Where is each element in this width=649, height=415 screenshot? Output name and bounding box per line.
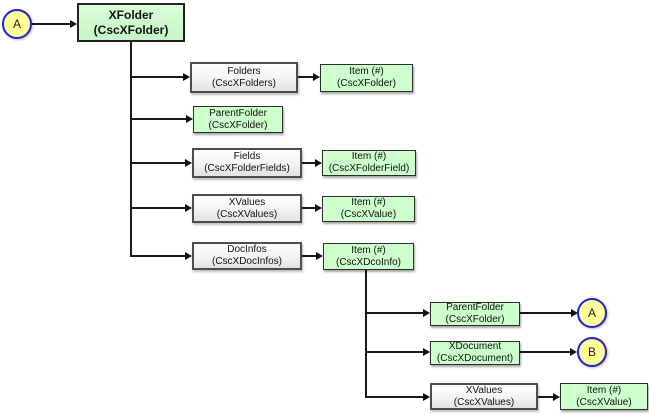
node-label-line1: Item (#): [351, 197, 386, 208]
node-docinfos[interactable]: DocInfos (CscXDocInfos): [192, 242, 302, 270]
node-label-line1: Item (#): [586, 384, 622, 396]
node-folders-item[interactable]: Item (#) (CscXFolder): [320, 64, 413, 92]
arrowhead-icon: [423, 393, 430, 401]
connector-to-di-parentfolder: [365, 312, 424, 314]
arrowhead-icon: [570, 348, 577, 356]
arrowhead-icon: [313, 73, 320, 81]
arrowhead-icon: [70, 20, 77, 28]
node-label-line2: (CscXFolderField): [328, 163, 410, 174]
node-label-line2: (CscXFolders): [212, 77, 276, 89]
node-label-line1: XValues: [228, 196, 266, 208]
node-label-line1: XDocument: [448, 341, 502, 352]
node-label-line2: (CscXFolder): [208, 119, 268, 131]
node-fields-item[interactable]: Item (#) (CscXFolderField): [322, 150, 416, 176]
connector-docinfos-to-item: [302, 255, 317, 257]
node-label-line2: (CscXDocument): [436, 353, 514, 364]
arrowhead-icon: [185, 252, 192, 260]
arrowhead-icon: [553, 393, 560, 401]
node-label-line2: (CscXFolder): [445, 314, 505, 325]
ref-circle-a-top[interactable]: A: [2, 9, 32, 39]
node-label-line1: XFolder: [108, 7, 154, 22]
connector-folders-to-item: [298, 76, 314, 78]
connector-di-xvalues-to-item: [538, 396, 554, 398]
connector-to-xvalues: [130, 207, 186, 209]
connector-to-fields: [130, 162, 186, 164]
node-label-line2: (CscXValues): [216, 208, 278, 220]
node-folders[interactable]: Folders (CscXFolders): [190, 62, 298, 93]
arrowhead-icon: [423, 348, 430, 356]
node-label-line2: (CscXDcoInfo): [335, 256, 401, 268]
node-label-line2: (CscXFolder): [337, 78, 396, 89]
connector-xdocument-to-refb: [520, 351, 571, 353]
connector-to-docinfos: [130, 255, 186, 257]
node-label-line2: (CscXValue): [340, 209, 397, 220]
arrowhead-icon: [315, 204, 322, 212]
node-parentfolder[interactable]: ParentFolder (CscXFolder): [193, 106, 283, 133]
ref-circle-a-bottom[interactable]: A: [577, 298, 607, 328]
arrowhead-icon: [183, 73, 190, 81]
node-label-line2: (CscXValue): [576, 396, 632, 408]
connector-xvalues-to-item: [302, 207, 316, 209]
node-label-line1: ParentFolder: [209, 107, 267, 119]
arrowhead-icon: [316, 252, 323, 260]
node-docinfo-xvalues[interactable]: XValues (CscXValues): [430, 383, 538, 410]
node-label-line1: DocInfos: [227, 244, 267, 255]
connector-to-parentfolder: [130, 118, 187, 120]
connector-to-di-xdocument: [365, 351, 424, 353]
connector-fields-to-item: [302, 162, 316, 164]
node-label-line1: ParentFolder: [446, 302, 504, 313]
node-label-line2: (CscXFolder): [93, 22, 169, 37]
node-label-line2: (CscXFolderFields): [204, 163, 290, 174]
connector-xfolder-trunk: [130, 42, 132, 257]
arrowhead-icon: [423, 309, 430, 317]
node-label-line1: Fields: [233, 151, 261, 162]
arrowhead-icon: [186, 115, 193, 123]
connector-docinfo-item-trunk: [365, 270, 367, 398]
node-docinfo-xdocument[interactable]: XDocument (CscXDocument): [430, 341, 520, 365]
node-xfolder[interactable]: XFolder (CscXFolder): [77, 3, 185, 42]
arrowhead-icon: [571, 309, 578, 317]
node-label-line2: (CscXDocInfos): [211, 256, 282, 267]
arrowhead-icon: [185, 204, 192, 212]
node-label-line1: Item (#): [349, 66, 384, 77]
arrowhead-icon: [315, 159, 322, 167]
connector-refa-to-xfolder: [32, 23, 71, 25]
node-docinfos-item[interactable]: Item (#) (CscXDcoInfo): [323, 243, 414, 270]
node-docinfo-parentfolder[interactable]: ParentFolder (CscXFolder): [430, 302, 520, 326]
node-label-line2: (CscXValues): [453, 396, 515, 408]
connector-parentfolder-to-refa: [520, 312, 572, 314]
node-xvalues[interactable]: XValues (CscXValues): [192, 194, 302, 223]
node-xvalues-item[interactable]: Item (#) (CscXValue): [322, 196, 415, 222]
connector-to-folders: [130, 76, 184, 78]
node-docinfo-xvalues-item[interactable]: Item (#) (CscXValue): [560, 383, 648, 410]
node-label-line1: Item (#): [351, 151, 387, 162]
connector-to-di-xvalues: [365, 396, 424, 398]
ref-circle-b[interactable]: B: [577, 337, 607, 367]
node-label-line1: XValues: [465, 384, 503, 396]
node-label-line1: Folders: [227, 65, 261, 77]
node-fields[interactable]: Fields (CscXFolderFields): [192, 148, 302, 178]
node-label-line1: Item (#): [351, 244, 386, 256]
arrowhead-icon: [185, 159, 192, 167]
